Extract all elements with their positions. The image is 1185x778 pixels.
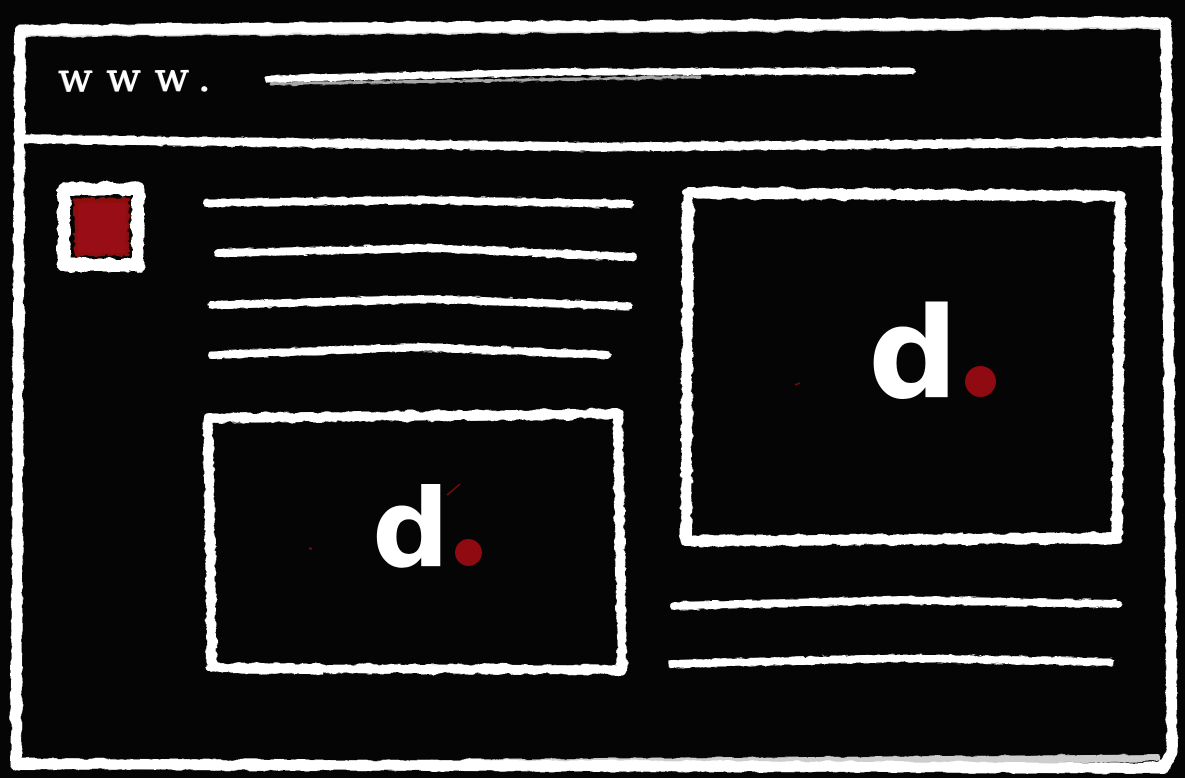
right-caption-lines	[668, 595, 1122, 668]
right-media-panel-frame[interactable]	[680, 187, 1126, 547]
sidebar-logo-square-fill[interactable]	[74, 198, 129, 256]
right-panel-logo-letter: d	[868, 280, 959, 427]
right-panel-logo-dot-icon	[965, 366, 997, 397]
left-panel-logo-letter: d	[372, 467, 450, 592]
right-panel-d-logo: d	[868, 291, 997, 417]
text-placeholder-lines	[203, 195, 637, 359]
sidebar-logo-square-border	[57, 182, 145, 272]
left-media-panel-frame[interactable]	[203, 409, 627, 675]
left-panel-d-logo: d	[372, 476, 483, 584]
stray-red-marks	[308, 382, 801, 550]
url-input-line[interactable]	[264, 67, 916, 86]
url-bar-prefix-text: www.	[57, 54, 226, 102]
url-bar-divider	[17, 134, 1173, 152]
browser-window-frame	[10, 16, 1178, 774]
left-panel-logo-dot-icon	[455, 539, 483, 566]
